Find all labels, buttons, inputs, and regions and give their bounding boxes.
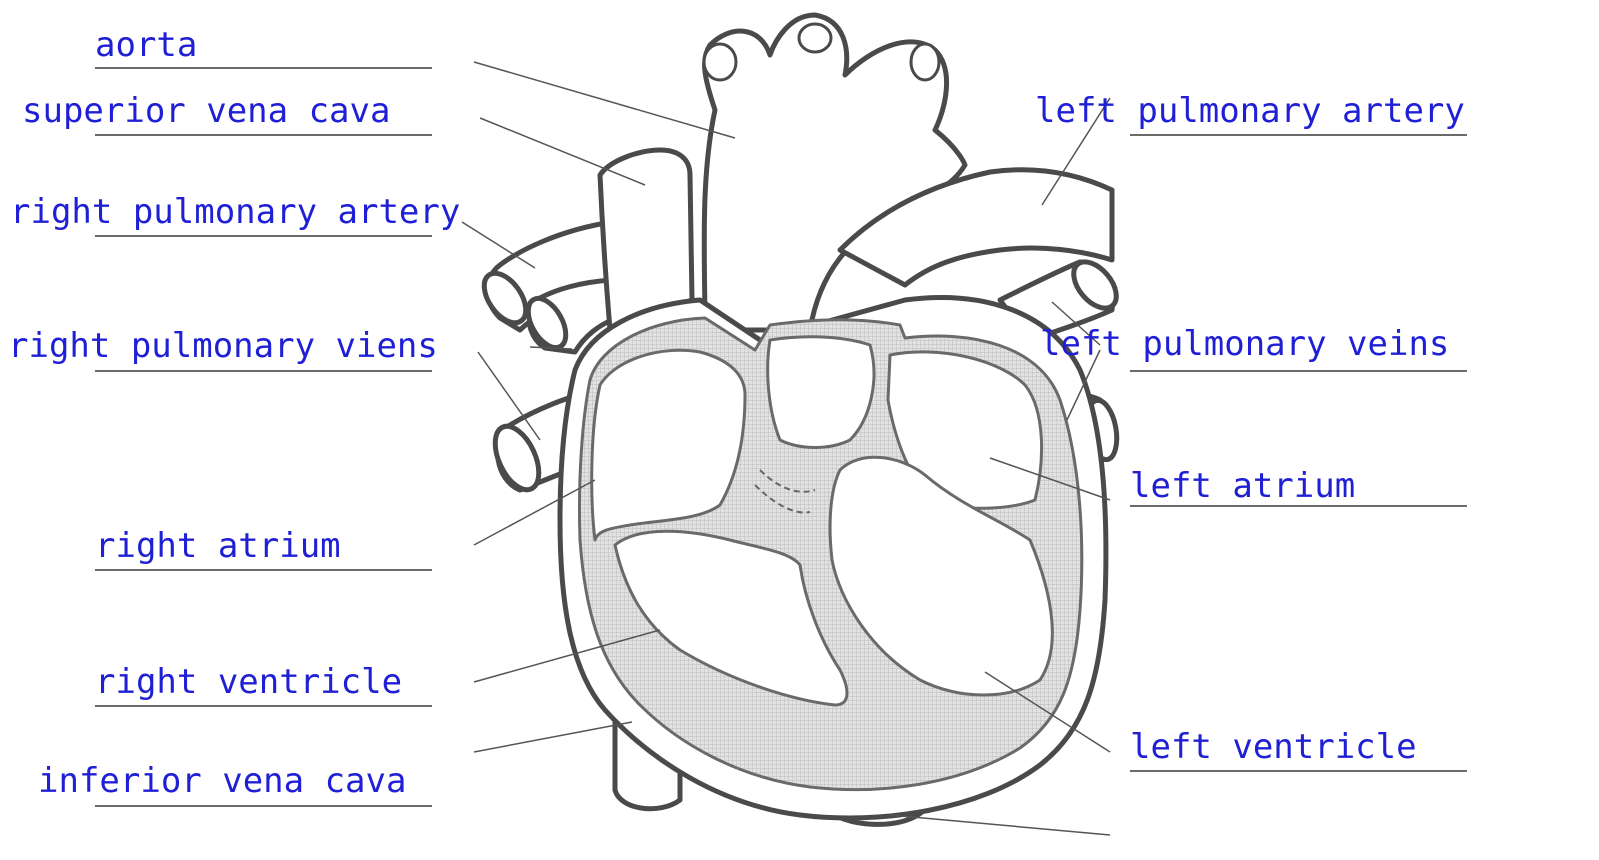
aorta-opening-2 xyxy=(799,24,831,52)
label-right-pulmonary-viens: right pulmonary viens xyxy=(8,326,438,366)
label-left-ventricle: left ventricle xyxy=(1130,727,1417,767)
aortic-root-chamber xyxy=(768,337,874,448)
label-inferior-vena-cava: inferior vena cava xyxy=(38,761,406,801)
label-left-atrium: left atrium xyxy=(1130,466,1355,506)
right-pulmonary-artery-shape xyxy=(476,222,612,354)
label-left-pulmonary-artery: left pulmonary artery xyxy=(1035,91,1465,131)
label-aorta: aorta xyxy=(95,25,197,65)
aorta-opening-1 xyxy=(704,44,736,80)
label-right-atrium: right atrium xyxy=(95,526,341,566)
heart-illustration xyxy=(476,15,1125,824)
label-left-pulmonary-veins: left pulmonary veins xyxy=(1040,324,1449,364)
leader-bottom-vessel xyxy=(890,815,1110,835)
leader-right-pulmonary-artery xyxy=(462,222,535,268)
leader-inferior-vena-cava xyxy=(474,722,632,752)
aorta-opening-3 xyxy=(911,44,939,80)
label-superior-vena-cava: superior vena cava xyxy=(22,91,390,131)
label-right-ventricle: right ventricle xyxy=(95,662,402,702)
leader-superior-vena-cava xyxy=(480,118,645,185)
leader-aorta xyxy=(474,62,735,138)
label-right-pulmonary-artery: right pulmonary artery xyxy=(10,192,460,232)
